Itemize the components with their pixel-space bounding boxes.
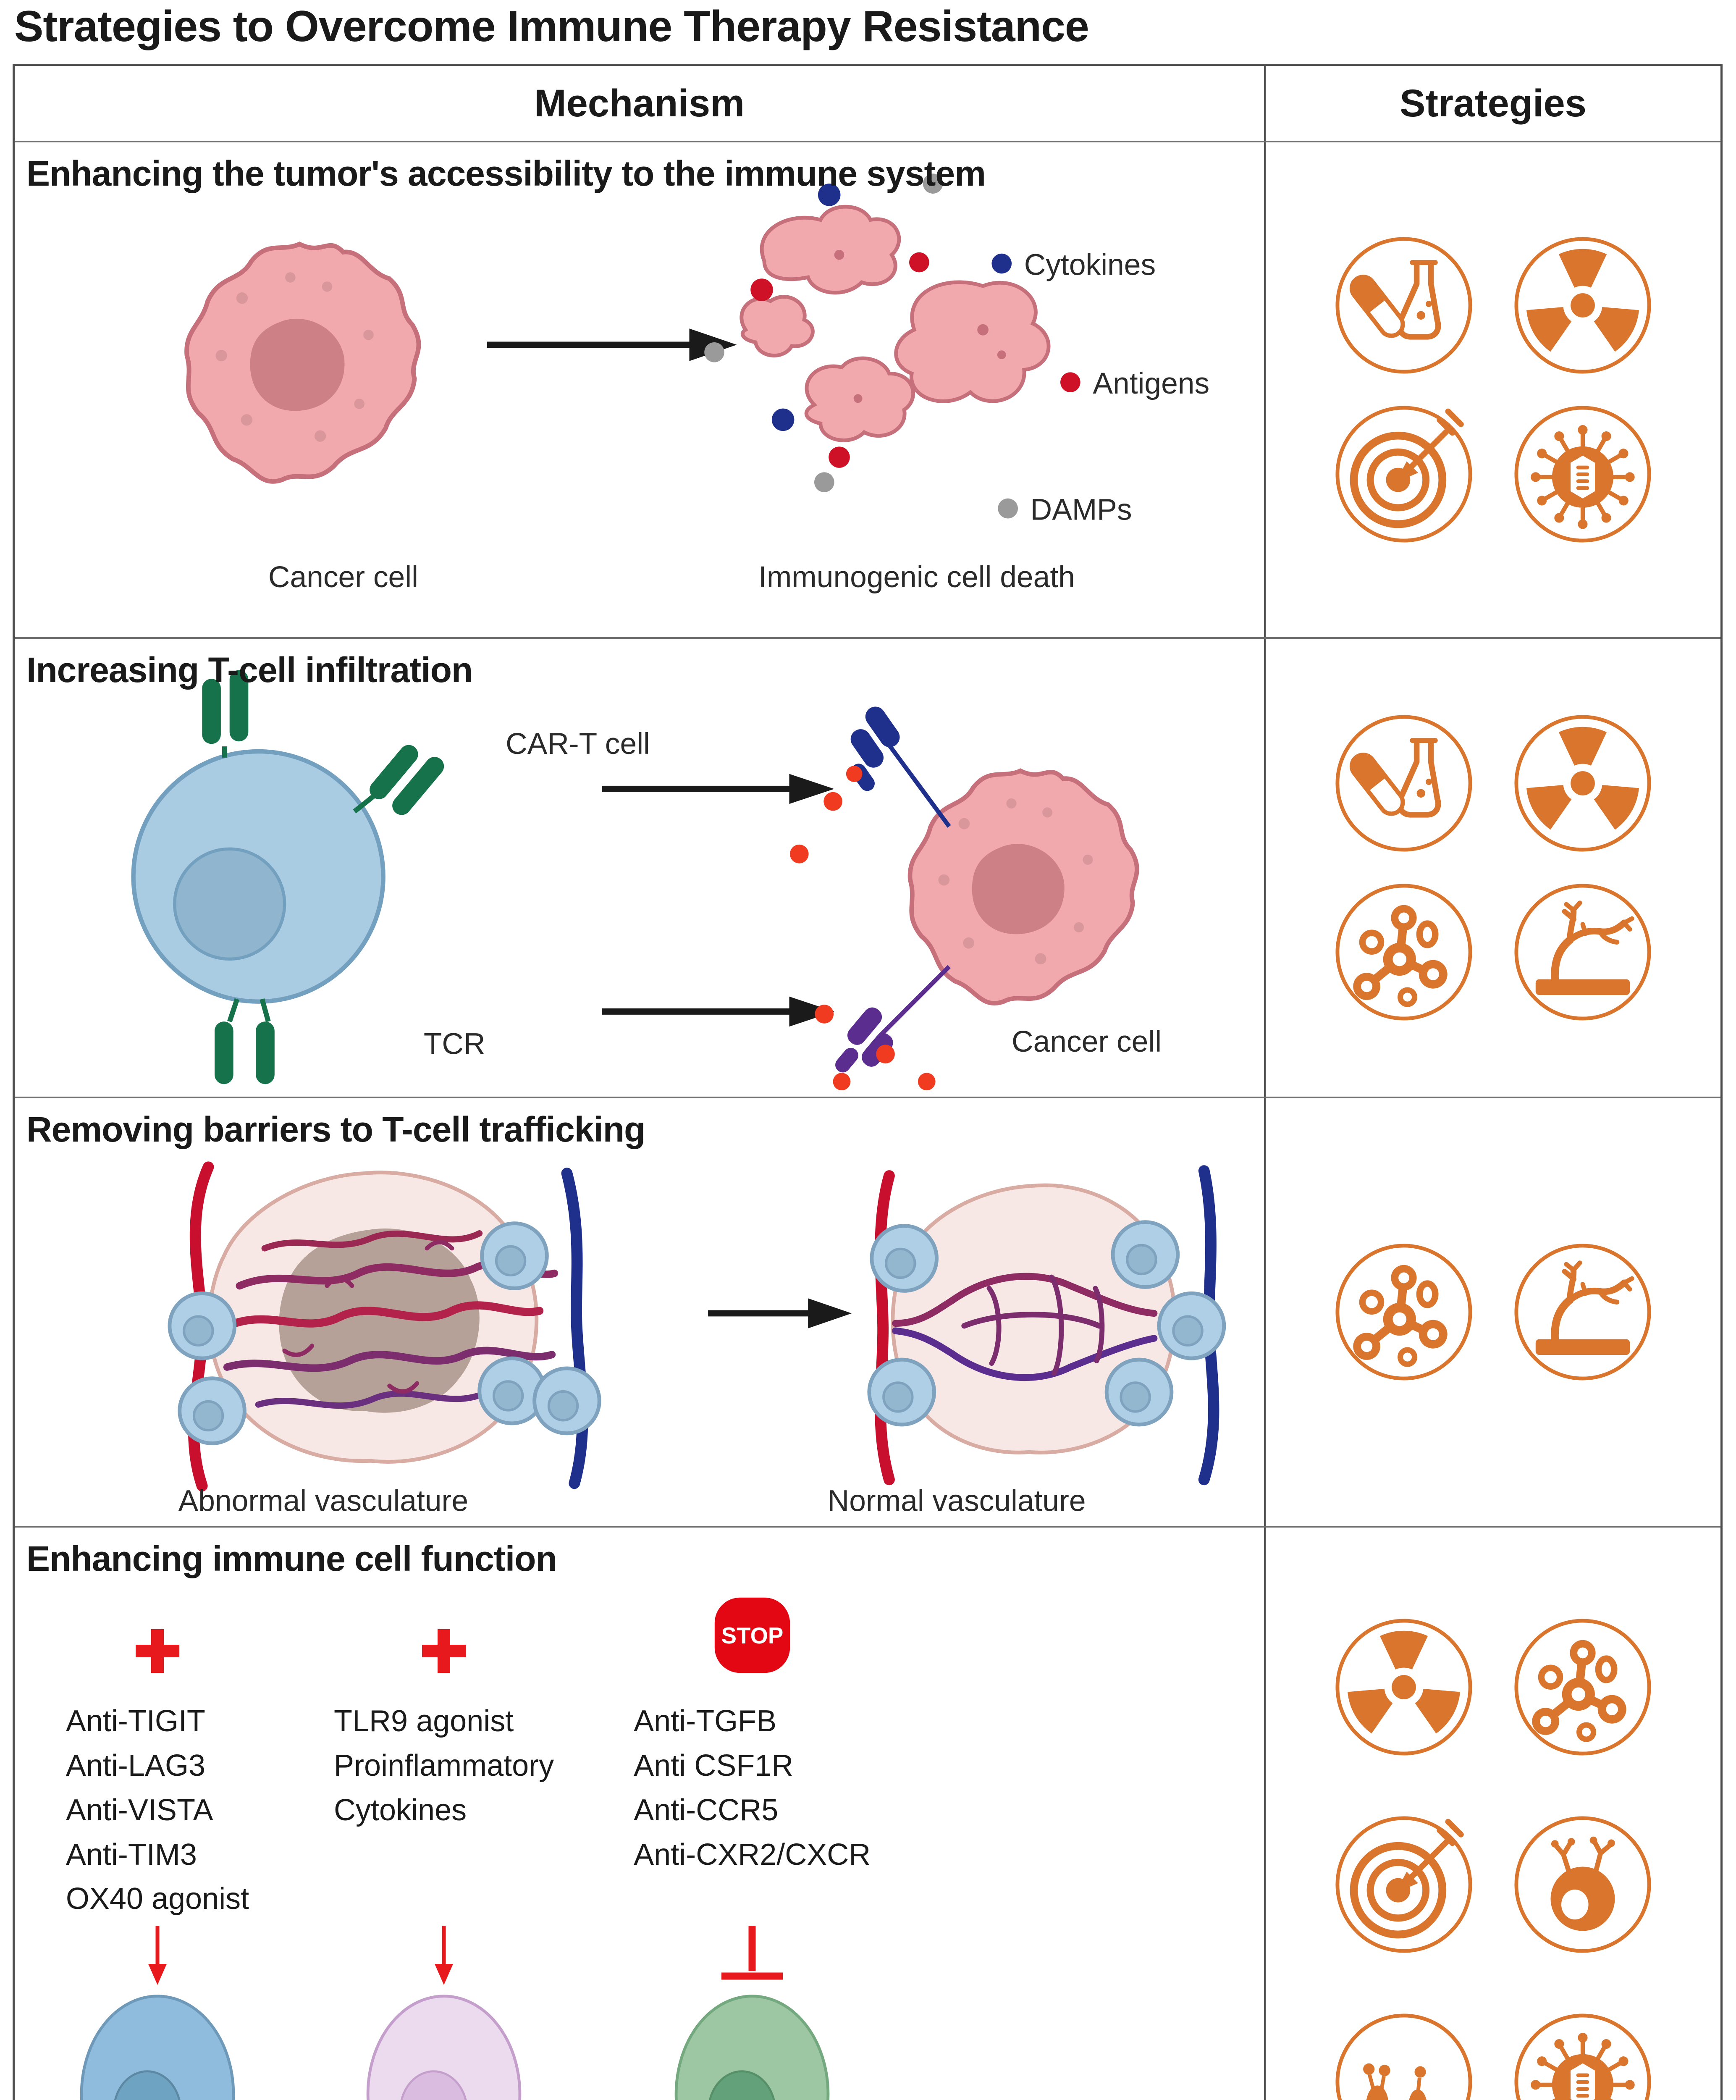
car-antibody-construct xyxy=(850,706,951,828)
cytokines-label: Cytokines xyxy=(1024,248,1156,281)
mechanism-cell: Removing barriers to T-cell trafficking xyxy=(15,1098,1264,1526)
damp-dot xyxy=(998,498,1018,519)
antiangiogenic-therapy-icon xyxy=(1511,881,1654,1024)
target-cancer-cell xyxy=(910,771,1137,1003)
row-heading: Enhancing immune cell function xyxy=(26,1539,557,1578)
tcr-construct xyxy=(835,965,951,1073)
therapy-item: Anti-VISTA xyxy=(66,1793,213,1827)
red-down-arrow-icon xyxy=(435,1926,454,1985)
therapy-item: Proinflammatory xyxy=(334,1748,554,1782)
oncolytic-viruses-icon xyxy=(1511,2011,1654,2100)
car-t-cell-label: CAR-T cell xyxy=(506,727,650,761)
strategies-cell xyxy=(1264,142,1720,637)
cancer-cell-label: Cancer cell xyxy=(268,560,418,594)
chemotherapy-icon xyxy=(1332,712,1475,855)
mechanism-cell: Increasing T-cell infiltration xyxy=(15,639,1264,1097)
strategy-icon-grid xyxy=(1332,712,1654,1024)
antigen-dot xyxy=(1060,372,1080,392)
immunogenic-cell-death-fragments xyxy=(740,205,1051,442)
targeted-therapy-icon xyxy=(1332,1813,1475,1956)
row-tcell-trafficking: Removing barriers to T-cell trafficking xyxy=(15,1098,1720,1528)
tcell-infiltration-illustration: CAR-T cell TCR xyxy=(131,670,1162,1091)
row-tcell-infiltration: Increasing T-cell infiltration xyxy=(15,639,1720,1098)
strategies-cell xyxy=(1264,1098,1720,1526)
row-heading: Enhancing the tumor's accessibility to t… xyxy=(26,154,986,193)
row-heading: Removing barriers to T-cell trafficking xyxy=(26,1110,645,1149)
cellular-immunotherapy-icon xyxy=(1511,1813,1654,1956)
row-heading: Increasing T-cell infiltration xyxy=(26,650,473,690)
therapy-item: Anti-LAG3 xyxy=(66,1748,205,1782)
antiangiogenic-therapy-icon xyxy=(1511,1241,1654,1383)
therapy-item: Anti-TIGIT xyxy=(66,1704,205,1738)
abnormal-vasculature-figure xyxy=(170,1161,599,1492)
tumor-accessibility-illustration: Cytokines Antigens DAMPs Cancer cell Imm… xyxy=(15,173,1209,594)
mechanism-cell: Enhancing immune cell function Anti-TIGI… xyxy=(15,1528,1264,2100)
antigens-label: Antigens xyxy=(1093,367,1209,400)
tcr-label: TCR xyxy=(424,1027,485,1061)
other-immunotherapy-icon xyxy=(1332,1241,1475,1383)
damps-label: DAMPs xyxy=(1031,493,1132,526)
therapy-item: Anti-CCR5 xyxy=(634,1793,779,1827)
therapy-item: OX40 agonist xyxy=(66,1882,249,1916)
effector-t-cell-figure xyxy=(80,1995,235,2100)
radiotherapy-icon xyxy=(1511,712,1654,855)
therapy-item: TLR9 agonist xyxy=(334,1704,514,1738)
strategy-icon-grid xyxy=(1332,234,1654,546)
radiotherapy-icon xyxy=(1511,234,1654,377)
therapy-item: Anti-TIM3 xyxy=(66,1838,197,1872)
chemotherapy-icon xyxy=(1332,234,1475,377)
normal-vasculature-label: Normal vasculature xyxy=(828,1484,1086,1517)
strategy-icon-grid xyxy=(1332,1616,1654,2100)
released-molecules xyxy=(704,173,943,492)
red-down-arrow-icon xyxy=(148,1926,167,1985)
plus-icon xyxy=(422,1629,466,1673)
car-receptor-side xyxy=(353,745,444,815)
strategies-cell xyxy=(1264,639,1720,1097)
strategy-icon-grid xyxy=(1332,1241,1654,1383)
cytokine-dots xyxy=(789,766,936,1091)
therapy-item: Anti CSF1R xyxy=(634,1748,794,1782)
stop-sign-icon: STOP xyxy=(714,1597,790,1673)
other-immunotherapy-icon xyxy=(1332,881,1475,1024)
strategy-table: Mechanism Strategies Enhancing the tumor… xyxy=(13,64,1723,2100)
targeted-therapy-icon xyxy=(1332,403,1475,546)
therapy-item: Cytokines xyxy=(334,1793,467,1827)
oncolytic-viruses-icon xyxy=(1511,403,1654,546)
therapy-item: Anti-TGFB xyxy=(634,1704,777,1738)
row-tumor-accessibility: Enhancing the tumor's accessibility to t… xyxy=(15,142,1720,639)
strategies-column-header: Strategies xyxy=(1264,66,1720,141)
cytokine-dot xyxy=(991,253,1012,274)
stop-text: STOP xyxy=(721,1623,783,1648)
mechanism-cell: Enhancing the tumor's accessibility to t… xyxy=(15,142,1264,637)
mechanism-column-header: Mechanism xyxy=(534,81,745,125)
vasculature-illustration: Abnormal vasculature Normal vasculature xyxy=(15,1161,1264,1517)
radiotherapy-icon xyxy=(1332,1616,1475,1759)
table-header: Mechanism Strategies xyxy=(15,66,1720,142)
strategies-cell xyxy=(1264,1528,1720,2100)
immunogenic-cell-death-label: Immunogenic cell death xyxy=(758,560,1075,594)
epigenetic-modulators-icon xyxy=(1332,2011,1475,2100)
abnormal-vasculature-label: Abnormal vasculature xyxy=(178,1484,468,1517)
page-title: Strategies to Overcome Immune Therapy Re… xyxy=(14,2,1089,51)
m2-tam-figure xyxy=(674,1995,830,2100)
nk-cell-figure xyxy=(366,1995,522,2100)
row-immune-cell-function: Enhancing immune cell function Anti-TIGI… xyxy=(15,1528,1720,2100)
plus-icon xyxy=(136,1629,179,1673)
inhibition-icon xyxy=(721,1926,783,1980)
normal-vasculature-figure xyxy=(869,1165,1224,1486)
car-receptor-top xyxy=(202,670,249,758)
cancer-cell-label: Cancer cell xyxy=(1012,1025,1162,1058)
tcr-receptor xyxy=(215,998,275,1084)
therapy-item: Anti-CXR2/CXCR xyxy=(634,1838,871,1872)
other-immunotherapy-icon xyxy=(1511,1616,1654,1759)
